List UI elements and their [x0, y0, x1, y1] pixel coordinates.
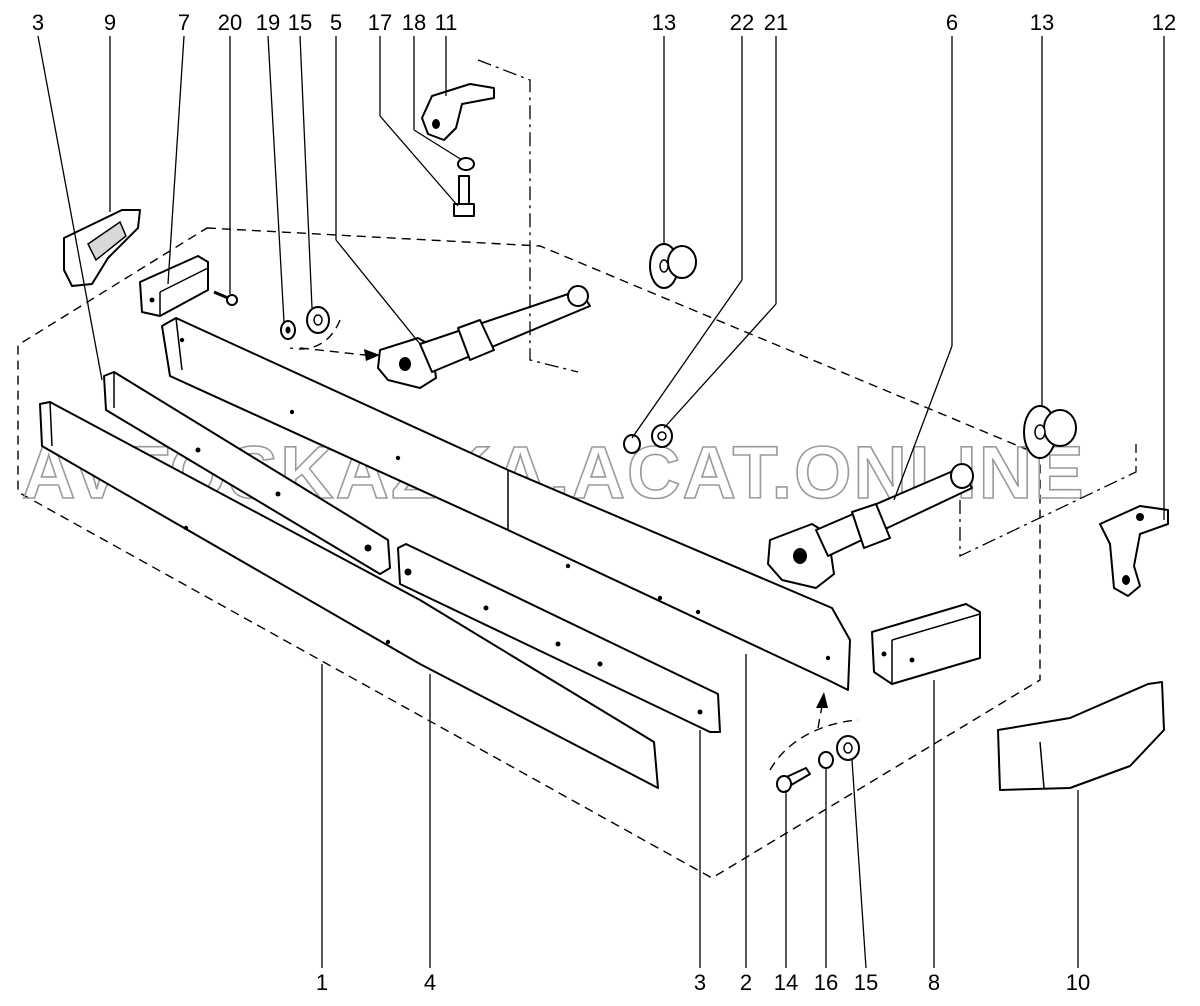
nut-15-bottom — [836, 735, 860, 761]
bumper-strip-3-left — [103, 371, 391, 575]
bolt-14 — [776, 767, 811, 793]
callout-22: 22 — [730, 10, 754, 35]
arrow-head-left — [364, 349, 380, 361]
callout-11: 11 — [435, 10, 458, 35]
bumper-strip-3-right — [397, 543, 721, 733]
mounting-bracket-left — [139, 255, 209, 317]
nut-15-top — [306, 306, 330, 334]
callout-15-bottom: 15 — [854, 970, 878, 995]
callout-12: 12 — [1152, 10, 1176, 35]
buffer-13-right — [1023, 405, 1077, 459]
centerline-11 — [477, 59, 579, 373]
arrow-head-right — [816, 692, 828, 708]
screw-20 — [213, 290, 238, 306]
end-cap-left — [63, 209, 141, 287]
buffer-13-left — [649, 243, 697, 289]
centerline-12 — [959, 444, 1137, 558]
bolt-17 — [453, 175, 475, 217]
bracket-11 — [421, 83, 495, 141]
nut-21 — [651, 424, 673, 448]
washer-18 — [457, 157, 475, 171]
bumper-beam-2 — [161, 317, 851, 691]
shock-absorber-left — [377, 285, 591, 389]
callout-15-top: 15 — [288, 10, 312, 35]
callout-7: 7 — [178, 10, 190, 35]
shock-absorber-right — [767, 463, 974, 589]
callout-21: 21 — [764, 10, 788, 35]
washer-22 — [623, 434, 641, 454]
assembly-boundary — [17, 227, 1041, 879]
callout-3-bottom: 3 — [694, 970, 706, 995]
washer-16 — [818, 751, 834, 769]
callout-9: 9 — [104, 10, 116, 35]
callout-18: 18 — [402, 10, 426, 35]
assembly-arrow-right — [769, 705, 859, 771]
callout-2: 2 — [740, 970, 752, 995]
callout-10: 10 — [1066, 970, 1090, 995]
callout-17: 17 — [368, 10, 392, 35]
callout-4: 4 — [424, 970, 436, 995]
callout-5: 5 — [330, 10, 342, 35]
washer-19 — [280, 320, 296, 340]
mounting-bracket-right — [871, 603, 981, 685]
bracket-12 — [1099, 505, 1169, 597]
bumper-face-1 — [39, 401, 659, 789]
callout-8: 8 — [928, 970, 940, 995]
callout-13-right: 13 — [1030, 10, 1054, 35]
callout-1: 1 — [316, 970, 328, 995]
callout-16: 16 — [814, 970, 838, 995]
callout-20: 20 — [218, 10, 242, 35]
leader-lines — [37, 35, 1165, 969]
callout-6: 6 — [946, 10, 958, 35]
callout-3-top: 3 — [32, 10, 44, 35]
callout-19: 19 — [256, 10, 280, 35]
assembly-arrow-left — [289, 319, 366, 356]
callout-14: 14 — [774, 970, 798, 995]
end-cap-right — [997, 681, 1165, 791]
callout-13-left: 13 — [652, 10, 676, 35]
